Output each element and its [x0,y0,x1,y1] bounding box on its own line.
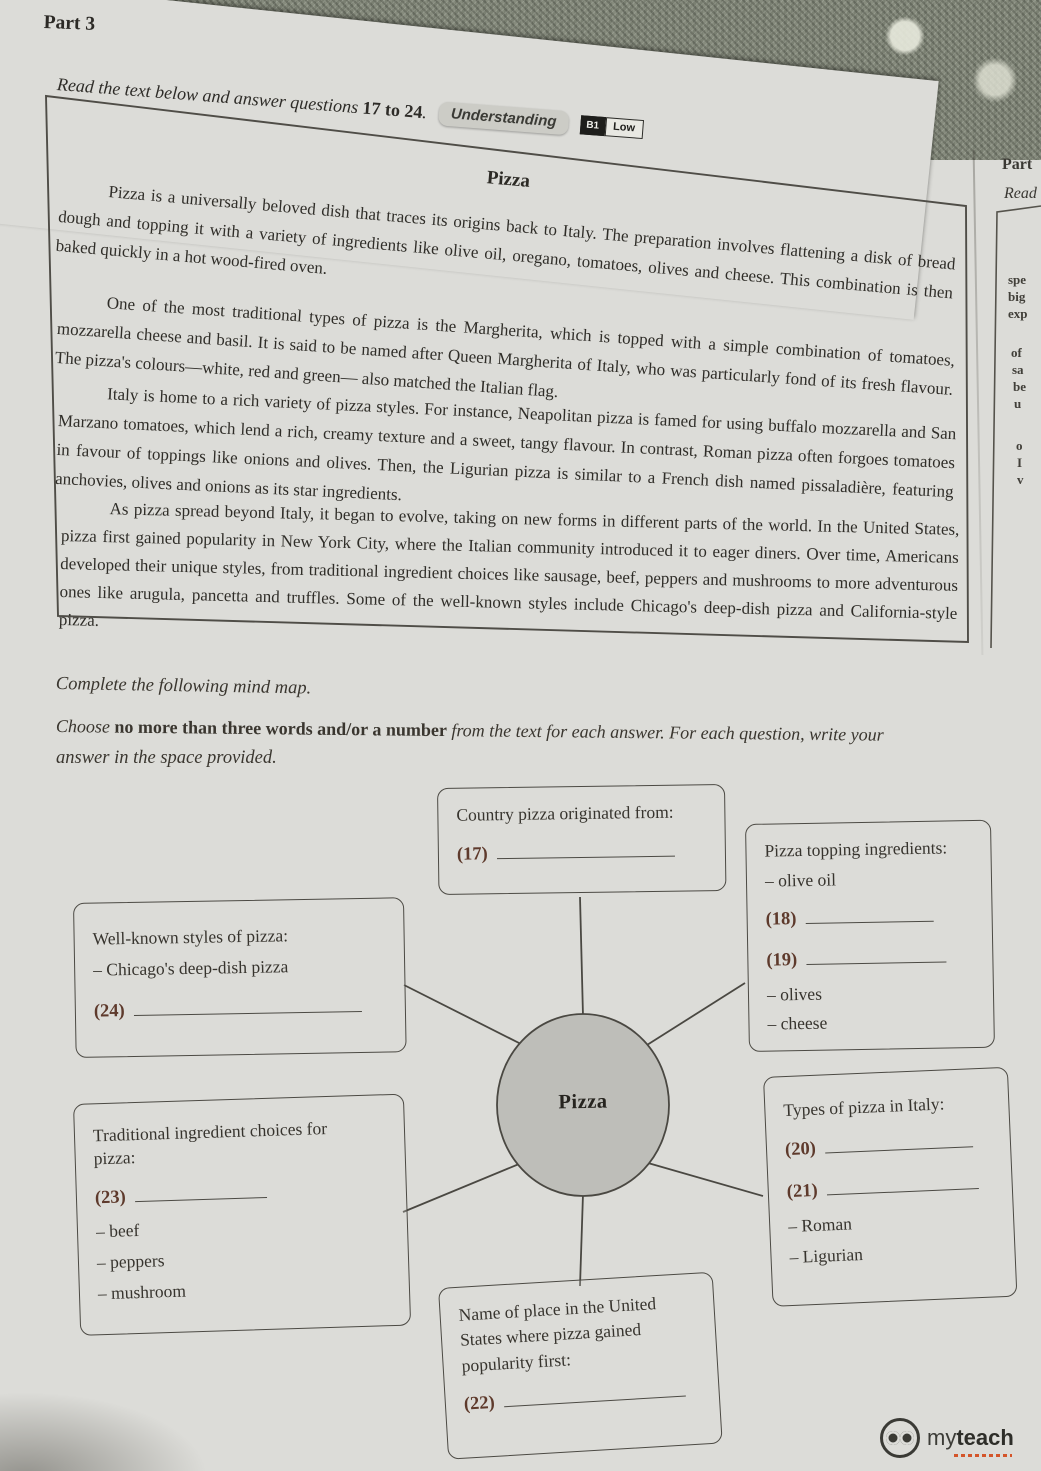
question-range: 17 to 24 [361,97,424,122]
neighbour-text-fragment: v [1017,472,1024,487]
mindmap-box-toppings: Pizza topping ingredients: – olive oil (… [745,819,995,1053]
neighbour-text-fragment: exp [1008,306,1028,321]
task-instruction-3: answer in the space provided. [56,748,277,768]
neighbour-text-fragment: big [1008,289,1026,304]
box-title: Well-known styles of pizza: [92,925,289,949]
question-21: (21) [786,1180,819,1202]
answer-blank-18 [805,907,934,924]
neighbour-text-fragment: I [1017,455,1023,470]
neighbour-read-label: Read [1004,185,1037,202]
level-badge: B1 Low [579,114,644,139]
page-corner-shadow [0,1372,300,1471]
connector-country [579,896,584,1017]
neighbour-text-fragment: u [1014,396,1022,411]
question-17: (17) [456,844,488,865]
question-23: (23) [94,1186,127,1208]
task-choose: Choose [55,716,115,737]
neighbour-part-label: Part [1002,156,1033,173]
answer-blank-19 [806,948,947,965]
list-item: – peppers [96,1250,165,1273]
answer-blank-24 [133,997,362,1016]
owl-logo-icon [880,1418,920,1458]
list-item: – olives [766,983,823,1005]
neighbour-frame-fragment [990,205,1041,649]
answer-blank-17 [496,842,675,859]
mindmap-box-country: Country pizza originated from: (17) [437,783,727,895]
difficulty-badge: Low [604,116,644,139]
neighbour-text-fragment: of [1011,345,1022,360]
passage-paragraph: As pizza spread beyond Italy, it began t… [58,499,960,630]
logo-wordmark: myteach [927,1425,1014,1457]
list-item: – Roman [787,1213,853,1236]
cefr-level-badge: B1 [579,114,606,136]
owl-eye-icon [886,1431,900,1445]
answer-blank-23 [134,1183,267,1202]
answer-blank-22 [503,1382,686,1408]
list-item: – olive oil [764,869,837,891]
list-item: – Ligurian [789,1243,864,1267]
neighbour-text-fragment: be [1013,379,1026,394]
question-20: (20) [784,1138,817,1160]
connector-place [579,1193,584,1287]
question-24: (24) [93,1000,125,1022]
owl-eye-icon [900,1431,914,1445]
answer-blank-20 [824,1133,973,1154]
box-title: Name of place in the United States where… [458,1293,657,1376]
mindmap-center-ellipse [496,1013,670,1197]
list-item: – mushroom [97,1280,187,1304]
connector-styles [403,984,522,1045]
box-title: Pizza topping ingredients: [764,837,948,861]
question-18: (18) [765,908,797,930]
box-title: Types of pizza in Italy: [782,1093,945,1121]
passage-frame [45,94,969,643]
paper-page [0,160,1041,1471]
mindmap-box-traditional: Traditional ingredient choices for pizza… [73,1093,412,1336]
list-item: – beef [95,1219,140,1241]
publisher-logo: myteach [880,1418,1014,1458]
task-word-limit: no more than three words and/or a number [114,716,448,741]
list-item: – Chicago's deep-dish pizza [92,956,289,980]
question-19: (19) [766,949,798,971]
task-instruction-2-rest: from the text for each answer. For each … [446,720,884,745]
read-instruction-period: . [421,101,428,122]
connector-traditional [402,1163,520,1213]
question-22: (22) [463,1392,496,1415]
neighbour-text-fragment: o [1016,438,1023,453]
answer-blank-21 [826,1174,979,1196]
mindmap-box-place: Name of place in the United States where… [438,1271,723,1460]
box-title: Traditional ingredient choices for pizza… [92,1118,328,1169]
neighbour-text-fragment: sa [1012,362,1024,377]
logo-teach: teach [956,1425,1014,1450]
mindmap-box-styles: Well-known styles of pizza: – Chicago's … [73,897,407,1058]
task-instruction-1: Complete the following mind map. [55,674,312,699]
logo-my: my [927,1425,957,1450]
mindmap-box-types: Types of pizza in Italy: (20) (21) – Rom… [763,1066,1018,1307]
neighbour-text-fragment: spe [1008,272,1027,287]
logo-tagline-marks [953,1454,1012,1457]
connector-toppings [646,982,746,1046]
box-title: Country pizza originated from: [456,801,674,825]
part-heading: Part 3 [43,12,96,35]
list-item: – cheese [767,1012,828,1034]
connector-types [647,1162,764,1197]
mindmap-center-label: Pizza [558,1090,608,1114]
